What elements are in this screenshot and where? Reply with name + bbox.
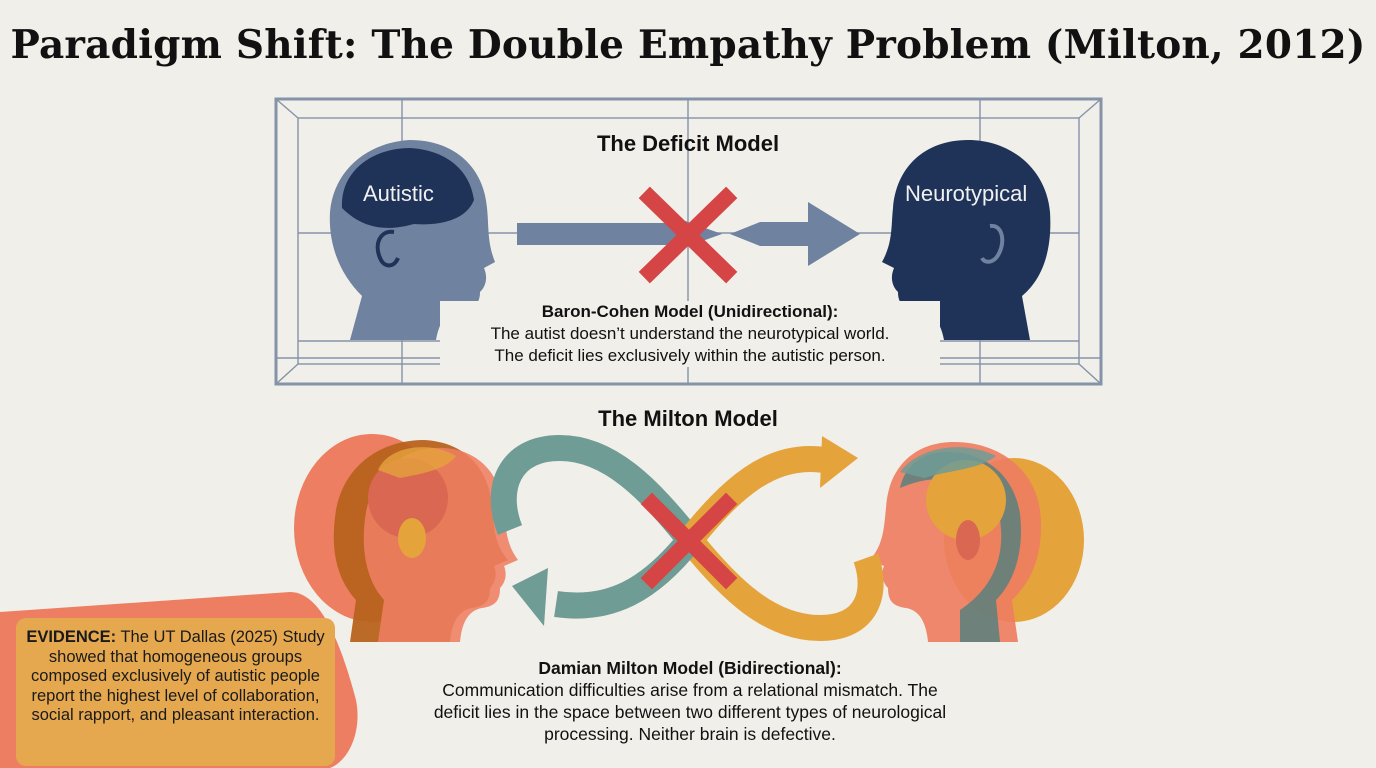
milton-caption-line: Communication difficulties arise from a … [442, 680, 938, 700]
milton-model-caption: Damian Milton Model (Bidirectional): Com… [390, 657, 990, 745]
page-title: Paradigm Shift: The Double Empathy Probl… [10, 22, 1366, 68]
milton-caption-heading: Damian Milton Model (Bidirectional): [538, 658, 842, 678]
autistic-head-icon [329, 140, 495, 340]
milton-right-heads-icon [870, 442, 1084, 642]
milton-model-title: The Milton Model [598, 406, 778, 431]
autistic-head-label: Autistic [363, 181, 434, 206]
evidence-box: EVIDENCE: The UT Dallas (2025) Study sho… [16, 618, 335, 766]
milton-caption-line: processing. Neither brain is defective. [544, 724, 836, 744]
deficit-caption-line: The deficit lies exclusively within the … [494, 346, 886, 365]
evidence-text: The UT Dallas (2025) Study showed that h… [31, 628, 325, 724]
milton-left-heads-icon [294, 434, 518, 642]
milton-caption-line: deficit lies in the space between two di… [433, 702, 947, 722]
deficit-model-caption: Baron-Cohen Model (Unidirectional): The … [440, 301, 940, 367]
deficit-cross-icon [638, 186, 738, 284]
neurotypical-head-label: Neurotypical [905, 181, 1028, 206]
deficit-caption-line: The autist doesn’t understand the neurot… [490, 324, 890, 343]
milton-cross-icon [640, 492, 738, 590]
evidence-label: EVIDENCE: [26, 628, 117, 646]
neurotypical-head-icon [882, 140, 1051, 340]
deficit-caption-heading: Baron-Cohen Model (Unidirectional): [541, 302, 839, 321]
deficit-model-title: The Deficit Model [596, 131, 780, 156]
